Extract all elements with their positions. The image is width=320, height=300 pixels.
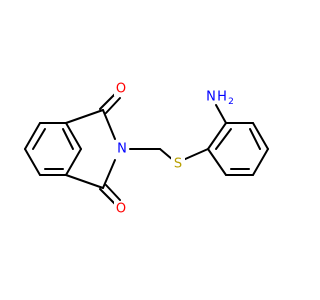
sulfur-label: S <box>174 157 182 172</box>
bond <box>207 148 227 176</box>
amine-group: N H 2 <box>206 90 234 108</box>
bond <box>215 104 227 124</box>
molecule-diagram: O O N S N H 2 <box>24 80 269 217</box>
aniline-ring <box>207 104 269 176</box>
carbonyl-bottom <box>105 184 121 201</box>
oxygen-top-label: O <box>116 82 126 97</box>
bond <box>24 122 41 150</box>
bond <box>65 148 82 176</box>
bond <box>207 122 227 150</box>
double-bond-inner <box>32 128 46 150</box>
double-bond-inner <box>249 128 261 150</box>
label-bg <box>114 80 128 96</box>
label-bg <box>114 201 128 217</box>
bond <box>24 148 41 176</box>
atom-labels: O O N S N H 2 <box>114 80 234 217</box>
carbonyl-bonds <box>99 93 121 205</box>
bond <box>65 174 104 189</box>
bond <box>159 148 174 161</box>
bond <box>252 148 269 176</box>
carbonyl-bottom <box>99 188 116 205</box>
benzo-ring <box>24 122 82 176</box>
linker <box>129 148 209 161</box>
carbonyl-top <box>99 93 116 110</box>
bond <box>65 122 82 150</box>
double-bond-inner <box>215 128 232 150</box>
bond <box>252 122 269 150</box>
oxygen-bottom-label: O <box>116 202 126 217</box>
label-bg <box>115 141 129 157</box>
bond <box>65 109 104 124</box>
bond <box>102 159 116 189</box>
label-bg <box>171 156 185 172</box>
bond <box>182 148 209 161</box>
amine-nitrogen-label: N <box>206 90 216 105</box>
imide-nitrogen-label: N <box>117 142 127 157</box>
amine-hydrogen-label: H <box>217 90 227 105</box>
carbonyl-top <box>105 97 121 114</box>
imide-ring <box>65 109 116 189</box>
bond <box>102 109 116 140</box>
double-bond-inner <box>62 128 74 150</box>
amine-subscript-label: 2 <box>228 97 234 107</box>
